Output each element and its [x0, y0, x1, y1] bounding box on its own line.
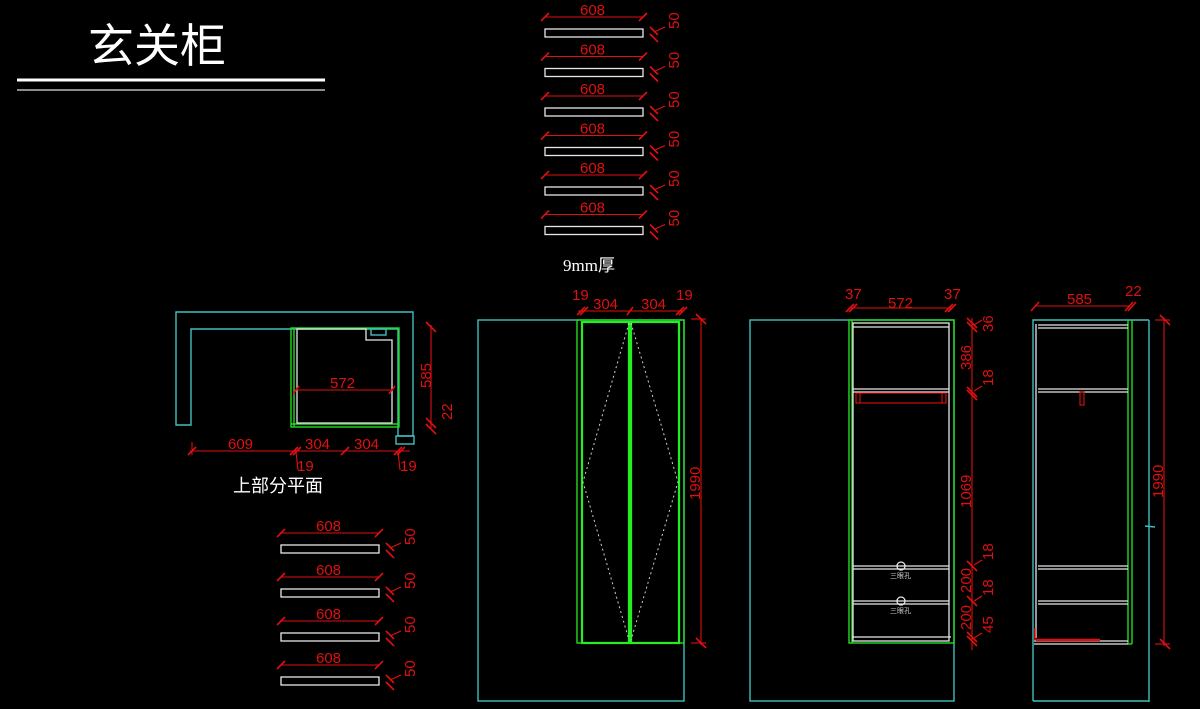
front-dim-edge-right: 19 [676, 287, 693, 304]
shelf-length-dim: 608 [580, 200, 605, 217]
section-dim-top: 36 [980, 315, 997, 332]
shelf-width-dim: 50 [402, 660, 419, 677]
section-dim-side-left: 37 [845, 286, 862, 303]
plan-post [395, 435, 415, 445]
door-left [580, 320, 631, 645]
section-dim-middle: 1069 [958, 475, 975, 508]
hole-label-2: 三眼孔 [890, 607, 911, 615]
section-dim-upper: 386 [958, 345, 975, 370]
shelf-board [280, 544, 380, 554]
shelf-length-dim: 608 [316, 518, 341, 535]
top-shelf: 608 50 [540, 200, 683, 241]
front-dim-height: 1990 [687, 467, 704, 500]
section-dim-inner-width: 572 [888, 295, 913, 312]
handle-hole-2 [896, 596, 906, 606]
side-view: 585 22 1990 [1030, 283, 1171, 702]
door-right-swing [630, 322, 679, 641]
plan-dim-door-left: 304 [305, 436, 330, 453]
door-right [629, 320, 681, 645]
top-shelf: 608 50 [540, 2, 683, 43]
front-view: 19 304 304 19 1990 [477, 287, 707, 702]
section-dim-base: 45 [980, 616, 997, 633]
section-dim-shelf2: 18 [980, 543, 997, 560]
section-dim-side-right: 37 [944, 286, 961, 303]
plan-dim-door-right: 304 [354, 436, 379, 453]
plan-dim-depth: 585 [418, 363, 435, 388]
side-rod-bracket [1079, 391, 1085, 406]
shelf-board [544, 225, 644, 236]
shelf-length-dim: 608 [316, 606, 341, 623]
shelf-group-bottom: 608 50 608 50 608 50 608 50 [276, 518, 419, 691]
shelf-board [544, 28, 644, 38]
shelf-length-dim: 608 [316, 650, 341, 667]
shelf-board [544, 67, 644, 78]
side-dim-depth: 585 [1067, 291, 1092, 308]
plan-outline [175, 311, 414, 437]
shelf-length-dim: 608 [580, 160, 605, 177]
shelf-width-dim: 50 [666, 131, 683, 148]
shelf-width-dim: 50 [666, 170, 683, 187]
front-dim-door-left: 304 [593, 296, 618, 313]
plan-cabinet-body [290, 327, 400, 428]
section-dim-shelf1: 18 [980, 369, 997, 386]
top-shelf: 608 50 [540, 81, 683, 122]
section-dim-drawer2: 200 [958, 605, 975, 630]
plan-caption: 上部分平面 [233, 476, 323, 496]
shelf-width-dim: 50 [402, 616, 419, 633]
drawing-title: 玄关柜 [88, 21, 226, 72]
top-shelf: 608 50 [540, 42, 683, 83]
side-dim-door: 22 [1125, 283, 1142, 300]
board-thickness-note: 9mm厚 [563, 256, 615, 275]
shelf-board [544, 107, 644, 117]
shelf-board [544, 186, 644, 196]
shelf-width-dim: 50 [666, 12, 683, 29]
hanging-rod [855, 392, 947, 404]
bottom-shelf: 608 50 [276, 562, 419, 603]
section-dim-shelf3: 18 [980, 579, 997, 596]
front-dim-door-right: 304 [641, 296, 666, 313]
shelf-width-dim: 50 [666, 52, 683, 69]
plan-dim-edge-left: 19 [297, 458, 314, 475]
plan-view: 572 609 304 304 19 19 585 22 上部分平面 [175, 311, 456, 496]
bottom-shelf: 608 50 [276, 518, 419, 559]
plan-dim-inner-width: 572 [330, 375, 355, 392]
shelf-length-dim: 608 [580, 42, 605, 59]
top-shelf: 608 50 [540, 160, 683, 201]
handle-hole-1 [896, 561, 906, 571]
front-dim-edge-left: 19 [572, 287, 589, 304]
plan-dim-left: 609 [228, 436, 253, 453]
door-left-swing [582, 322, 630, 641]
shelf-width-dim: 50 [402, 572, 419, 589]
hole-label-1: 三眼孔 [890, 572, 911, 580]
bottom-shelf: 608 50 [276, 606, 419, 647]
section-view: 三眼孔 三眼孔 37 572 37 36 386 18 1069 18 200 … [749, 286, 997, 702]
plan-dim-edge-right: 19 [400, 458, 417, 475]
shelf-board [544, 146, 644, 157]
plan-corner-detail [370, 328, 387, 336]
section-cabinet-frame [848, 319, 955, 644]
top-shelf: 608 50 [540, 121, 683, 162]
shelf-board [280, 588, 380, 598]
shelf-board [280, 676, 380, 686]
shelf-group-top: 608 50 608 50 608 50 608 50 608 50 608 50 [540, 2, 683, 241]
shelf-width-dim: 50 [666, 91, 683, 108]
side-dim-height: 1990 [1150, 465, 1167, 498]
shelf-width-dim: 50 [402, 528, 419, 545]
shelf-length-dim: 608 [580, 2, 605, 19]
section-carcass [852, 322, 950, 642]
section-dim-drawer1: 200 [958, 568, 975, 593]
side-wall-outline [1032, 319, 1150, 702]
shelf-length-dim: 608 [580, 81, 605, 98]
plan-dim-back: 22 [439, 403, 456, 420]
shelf-length-dim: 608 [316, 562, 341, 579]
shelf-length-dim: 608 [580, 121, 605, 138]
plan-inner-board [296, 328, 393, 424]
shelf-width-dim: 50 [666, 210, 683, 227]
shelf-board [280, 632, 380, 642]
bottom-shelf: 608 50 [276, 650, 419, 691]
